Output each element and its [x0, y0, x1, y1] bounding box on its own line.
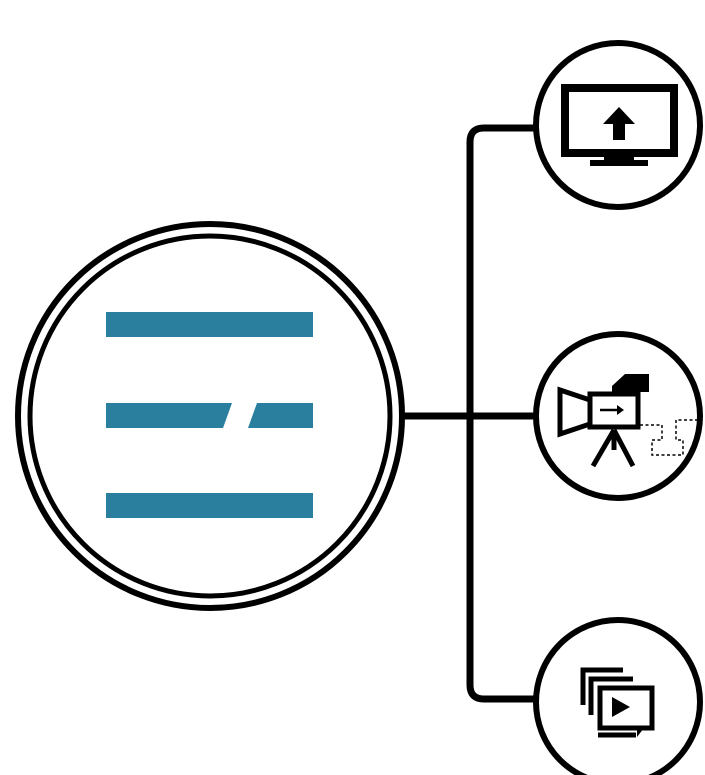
hexagram-line-top	[106, 312, 313, 337]
node-movie-camera[interactable]	[533, 331, 703, 501]
hexagram-lines-icon	[106, 312, 313, 518]
connector-lines	[401, 124, 539, 703]
node-video-playlist[interactable]	[533, 617, 703, 775]
video-playlist-icon	[580, 667, 655, 738]
node-monitor-upload[interactable]	[533, 40, 703, 210]
monitor-upload-icon	[561, 84, 678, 166]
movie-camera-icon	[557, 374, 700, 468]
hexagram-line-middle-right	[248, 403, 313, 428]
hexagram-line-bottom	[106, 493, 313, 518]
trunk-line	[466, 124, 539, 703]
hub-node[interactable]	[15, 221, 405, 611]
node-circle	[533, 617, 703, 775]
hexagram-line-middle-left	[106, 403, 232, 428]
hub-inner-ring	[27, 233, 393, 599]
